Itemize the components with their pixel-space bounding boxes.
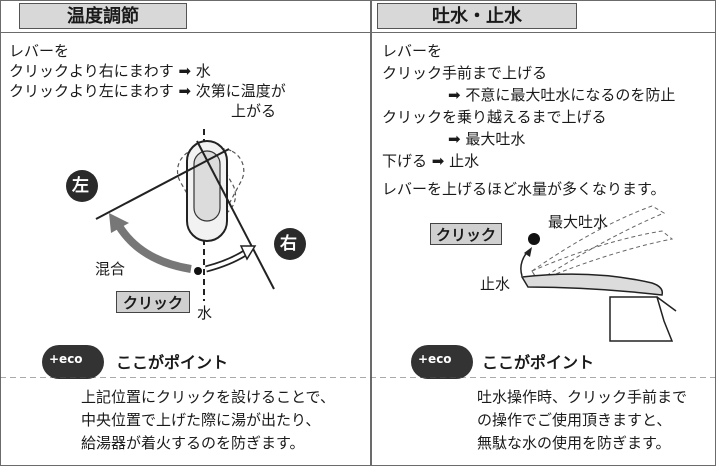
note-line: 中央位置で上げた際に湯が出たり、 [81, 411, 321, 429]
instruction-line: クリックより右にまわす ➡ 水 [9, 62, 211, 80]
eco-icon [411, 345, 473, 379]
eco-badge-text: +eco [49, 352, 83, 366]
note-line: の操作でご使用頂きますと、 [477, 411, 672, 429]
lever-diagram [520, 205, 677, 342]
instruction-line: レバーを [382, 42, 443, 60]
click-callout: クリック [430, 223, 502, 245]
label-stop: 止水 [480, 275, 511, 293]
eco-title: ここがポイント [482, 353, 595, 372]
label-mix: 混合 [95, 260, 126, 278]
temperature-panel: 温度調節 レバーを クリックより右にまわす ➡ 水 クリックより左にまわす ➡ … [0, 0, 371, 466]
note-line: 吐水操作時、クリック手前まで [477, 388, 688, 406]
instruction-line: クリック手前まで上げる [382, 64, 548, 82]
click-callout: クリック [116, 291, 190, 313]
flow-title: 吐水・止水 [377, 3, 577, 29]
instruction-line: 下げる ➡ 止水 [382, 152, 480, 170]
eco-icon [42, 345, 104, 379]
note-line: 無駄な水の使用を防ぎます。 [477, 434, 671, 452]
instruction-line: クリックを乗り越えるまで上げる [382, 108, 607, 126]
instruction-line: レバーを上げるほど水量が多くなります。 [382, 180, 666, 198]
note-line: 上記位置にクリックを設けることで、 [81, 388, 335, 406]
label-max-flow: 最大吐水 [548, 213, 609, 231]
eco-title: ここがポイント [116, 353, 229, 372]
label-water: 水 [197, 304, 213, 322]
note-line: 給湯器が着火するのを防ぎます。 [81, 434, 305, 452]
divider [372, 32, 715, 33]
instruction-line: 上がる [231, 102, 277, 120]
badge-right: 右 [280, 234, 297, 254]
instruction-line: ➡ 不意に最大吐水になるのを防止 [448, 86, 676, 104]
instruction-line: クリックより左にまわす ➡ 次第に温度が [9, 82, 286, 100]
divider [1, 32, 370, 33]
temperature-title: 温度調節 [19, 3, 187, 29]
badge-left: 左 [72, 176, 89, 196]
eco-badge-text: +eco [418, 352, 452, 366]
instruction-line: ➡ 最大吐水 [448, 130, 526, 148]
rotation-diagram [66, 129, 306, 301]
flow-panel: 吐水・止水 レバーを クリック手前まで上げる ➡ 不意に最大吐水になるのを防止 … [371, 0, 716, 466]
dashed-separator [0, 377, 716, 378]
instruction-line: レバーを [9, 42, 70, 60]
